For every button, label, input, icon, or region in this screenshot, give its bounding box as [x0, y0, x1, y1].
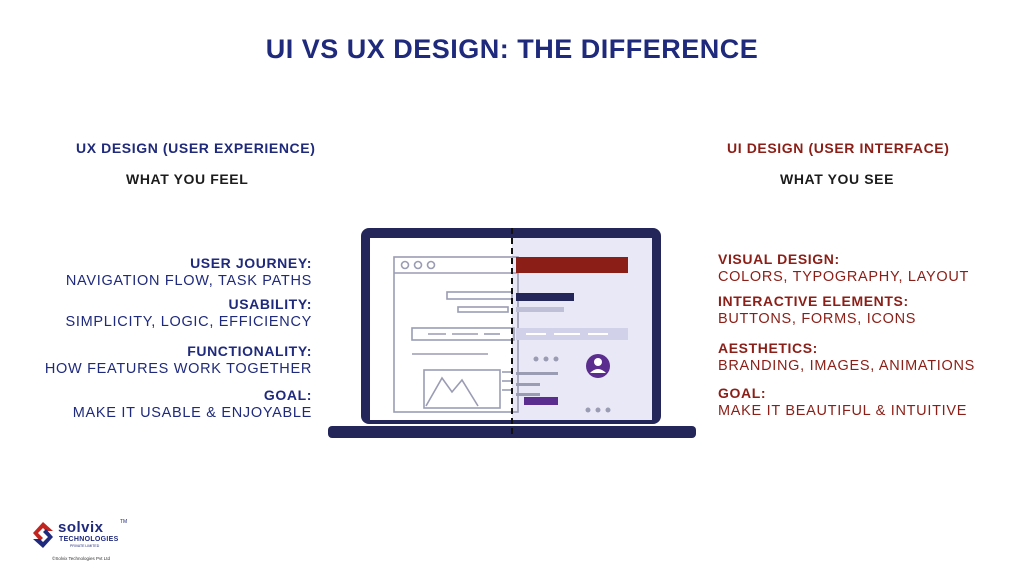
ux-item-text: MAKE IT USABLE & ENJOYABLE: [72, 405, 312, 421]
logo-trademark: TM: [120, 519, 128, 525]
ui-item-text: MAKE IT BEAUTIFUL & INTUITIVE: [718, 403, 968, 419]
laptop-illustration: [328, 228, 696, 438]
solvix-logo: solvix TM TECHNOLOGIES PRIVATE LIMITED ©…: [32, 519, 152, 569]
ux-heading: UX DESIGN (USER EXPERIENCE): [76, 140, 316, 156]
ux-item-usability: USABILITY: SIMPLICITY, LOGIC, EFFICIENCY: [66, 295, 312, 332]
ui-item-aesthetics: AESTHETICS: BRANDING, IMAGES, ANIMATIONS: [718, 339, 975, 376]
ui-item-text: COLORS, TYPOGRAPHY, LAYOUT: [718, 269, 970, 285]
ui-header-bar: [516, 257, 628, 273]
ux-item-text: NAVIGATION FLOW, TASK PATHS: [65, 273, 312, 289]
page-title: UI VS UX DESIGN: THE DIFFERENCE: [265, 34, 759, 64]
ux-item-goal: GOAL: MAKE IT USABLE & ENJOYABLE: [73, 386, 312, 423]
ui-heading: UI DESIGN (USER INTERFACE): [727, 140, 950, 156]
ux-item-user-journey: USER JOURNEY: NAVIGATION FLOW, TASK PATH…: [66, 254, 312, 291]
logo-name: solvix: [58, 519, 104, 536]
ui-item-text: BUTTONS, FORMS, ICONS: [718, 311, 917, 327]
image-placeholder-icon: [423, 369, 501, 409]
ui-item-heading: AESTHETICS:: [718, 340, 818, 356]
logo-mark-icon: [33, 522, 53, 548]
ux-item-heading: GOAL:: [263, 387, 312, 403]
ui-item-heading: GOAL:: [718, 385, 767, 401]
ui-item-visual-design: VISUAL DESIGN: COLORS, TYPOGRAPHY, LAYOU…: [718, 250, 969, 287]
ux-item-text: HOW FEATURES WORK TOGETHER: [44, 361, 312, 377]
ux-item-heading: USABILITY:: [228, 296, 312, 312]
ui-item-heading: VISUAL DESIGN:: [718, 251, 840, 267]
ui-item-interactive-elements: INTERACTIVE ELEMENTS: BUTTONS, FORMS, IC…: [718, 292, 916, 329]
ui-item-text: BRANDING, IMAGES, ANIMATIONS: [718, 358, 976, 374]
ui-item-goal: GOAL: MAKE IT BEAUTIFUL & INTUITIVE: [718, 384, 967, 421]
logo-line2: PRIVATE LIMITED: [70, 544, 100, 548]
ui-subheading: WHAT YOU SEE: [780, 171, 895, 187]
ui-button: [524, 397, 558, 405]
logo-line1: TECHNOLOGIES: [59, 536, 119, 543]
screen-wireframe-half: [370, 238, 512, 420]
logo-copyright: ©Solvix Technologies Pvt Ltd: [52, 556, 111, 561]
ux-item-heading: FUNCTIONALITY:: [187, 343, 312, 359]
ux-item-text: SIMPLICITY, LOGIC, EFFICIENCY: [65, 314, 312, 330]
ux-item-functionality: FUNCTIONALITY: HOW FEATURES WORK TOGETHE…: [45, 342, 312, 379]
ui-item-heading: INTERACTIVE ELEMENTS:: [718, 293, 909, 309]
ui-elements: [516, 257, 628, 413]
ux-subheading: WHAT YOU FEEL: [126, 171, 249, 187]
wireframe-elements: [393, 256, 519, 413]
ux-item-heading: USER JOURNEY:: [190, 255, 312, 271]
ui-title-bar: [516, 293, 574, 301]
